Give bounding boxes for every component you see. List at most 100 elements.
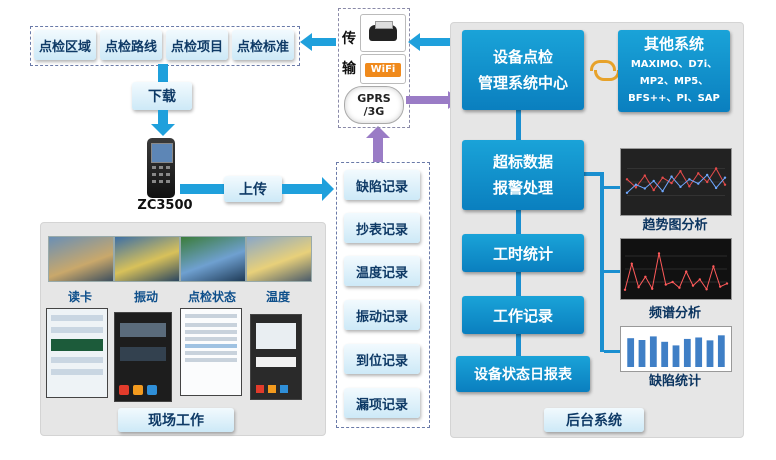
bar-2 — [638, 340, 646, 367]
bar-7 — [695, 337, 703, 367]
data-point — [697, 182, 700, 185]
data-point — [634, 186, 638, 189]
series-line-spectrum — [624, 253, 728, 291]
data-point — [685, 270, 688, 273]
bar-1 — [627, 338, 635, 367]
work-record-box: 工作记录 — [462, 296, 584, 334]
handheld-device-icon — [147, 138, 175, 198]
data-point — [691, 284, 695, 287]
transmission-box — [338, 8, 410, 128]
photo-vibration — [114, 236, 180, 282]
transmit-bottom-label: 输 — [342, 61, 356, 77]
records-up-arrow-head-icon — [366, 126, 390, 138]
download-item-standard: 点检标准 — [232, 30, 294, 60]
other-systems-box: 其他系统 MAXIMO、D7i、 MP2、MP5、 BFS++、PI、SAP — [618, 30, 730, 112]
upload-label: 上传 — [224, 176, 282, 202]
gprs-label: GPRS /3G — [357, 92, 391, 118]
data-point — [723, 176, 727, 179]
defect-chart-svg — [621, 327, 731, 371]
backend-title: 后台系统 — [544, 408, 644, 432]
wifi-icon: WiFi — [360, 54, 406, 84]
data-point — [725, 282, 729, 285]
download-arrow-shaft-top — [158, 64, 168, 82]
download-label: 下载 — [132, 82, 192, 110]
bar-8 — [706, 340, 714, 367]
other-systems-line1: MAXIMO、D7i、 — [630, 58, 718, 70]
device-label: ZC3500 — [137, 198, 193, 213]
exchange-arrows-icon — [588, 58, 620, 81]
connector-bracket-to-trend — [604, 186, 620, 189]
data-point — [657, 252, 661, 255]
data-point — [637, 286, 640, 289]
other-systems-title: 其他系统 — [643, 34, 704, 53]
data-point — [679, 170, 682, 173]
to-download-arrow-head-icon — [300, 33, 312, 51]
download-item-area: 点检区域 — [34, 30, 96, 60]
other-systems-line2: MP2、MP5、 — [639, 75, 709, 87]
data-point — [652, 179, 655, 183]
download-item-route: 点检路线 — [100, 30, 162, 60]
data-point — [664, 283, 667, 286]
record-temperature: 温度记录 — [344, 256, 420, 286]
screen-temperature — [250, 314, 302, 400]
connector-alarm-to-bracket — [584, 172, 604, 176]
data-point — [643, 174, 647, 177]
spectrum-label: 频谱分析 — [648, 306, 701, 321]
series-line-series-2 — [626, 174, 726, 194]
data-point — [679, 185, 682, 189]
data-point — [723, 183, 727, 186]
data-point — [671, 280, 674, 284]
bar-6 — [683, 338, 691, 367]
trend-chart — [620, 148, 732, 216]
data-point — [670, 175, 673, 178]
data-point — [705, 173, 709, 177]
transmit-top-label: 传 — [342, 31, 356, 47]
backend-connector-right-vertical — [600, 172, 604, 352]
record-vibration: 振动记录 — [344, 300, 420, 330]
gprs-to-center-arrow-shaft — [406, 96, 448, 104]
photo-label-read-card: 读卡 — [67, 290, 92, 304]
defect-chart — [620, 326, 732, 372]
upload-arrow-shaft-left — [180, 184, 224, 194]
photo-label-temperature: 温度 — [265, 290, 290, 304]
data-point — [719, 285, 722, 288]
alarm-line1: 超标数据 — [492, 153, 553, 171]
alarm-line2: 报警处理 — [492, 179, 553, 197]
work-hours-box: 工时统计 — [462, 234, 584, 272]
series-line-series-1 — [626, 167, 726, 192]
photo-check-status — [180, 236, 246, 282]
photo-temperature — [246, 236, 312, 282]
data-point — [652, 188, 655, 192]
data-point — [670, 181, 673, 185]
defect-label: 缺陷统计 — [648, 374, 701, 389]
spectrum-chart-svg — [621, 239, 731, 299]
data-point — [698, 278, 701, 281]
download-arrow-shaft-bottom — [158, 110, 168, 124]
data-point — [688, 185, 691, 188]
data-point — [714, 186, 718, 190]
data-point — [688, 178, 691, 181]
screen-check-status — [180, 308, 242, 396]
photo-label-check-status: 点检状态 — [187, 290, 236, 304]
to-transmit-arrow-head-icon — [408, 33, 420, 51]
data-point — [697, 172, 700, 175]
spectrum-chart — [620, 238, 732, 300]
data-point — [712, 265, 715, 268]
data-point — [651, 287, 654, 290]
wifi-text: WiFi — [365, 63, 401, 77]
records-up-arrow-shaft — [373, 138, 383, 162]
data-point — [644, 275, 647, 278]
data-point — [661, 176, 664, 179]
data-point — [661, 189, 664, 193]
records-box — [336, 162, 430, 428]
bar-4 — [661, 341, 669, 367]
data-point — [714, 167, 718, 170]
management-center-box: 设备点检 管理系统中心 — [462, 30, 584, 110]
data-point — [634, 183, 638, 186]
trend-label: 趋势图分析 — [642, 218, 708, 233]
record-arrival: 到位记录 — [344, 344, 420, 374]
download-arrow-head-icon — [151, 124, 175, 136]
record-defect: 缺陷记录 — [344, 170, 420, 200]
alarm-box: 超标数据 报警处理 — [462, 140, 584, 210]
connector-bracket-to-defect — [604, 350, 620, 353]
